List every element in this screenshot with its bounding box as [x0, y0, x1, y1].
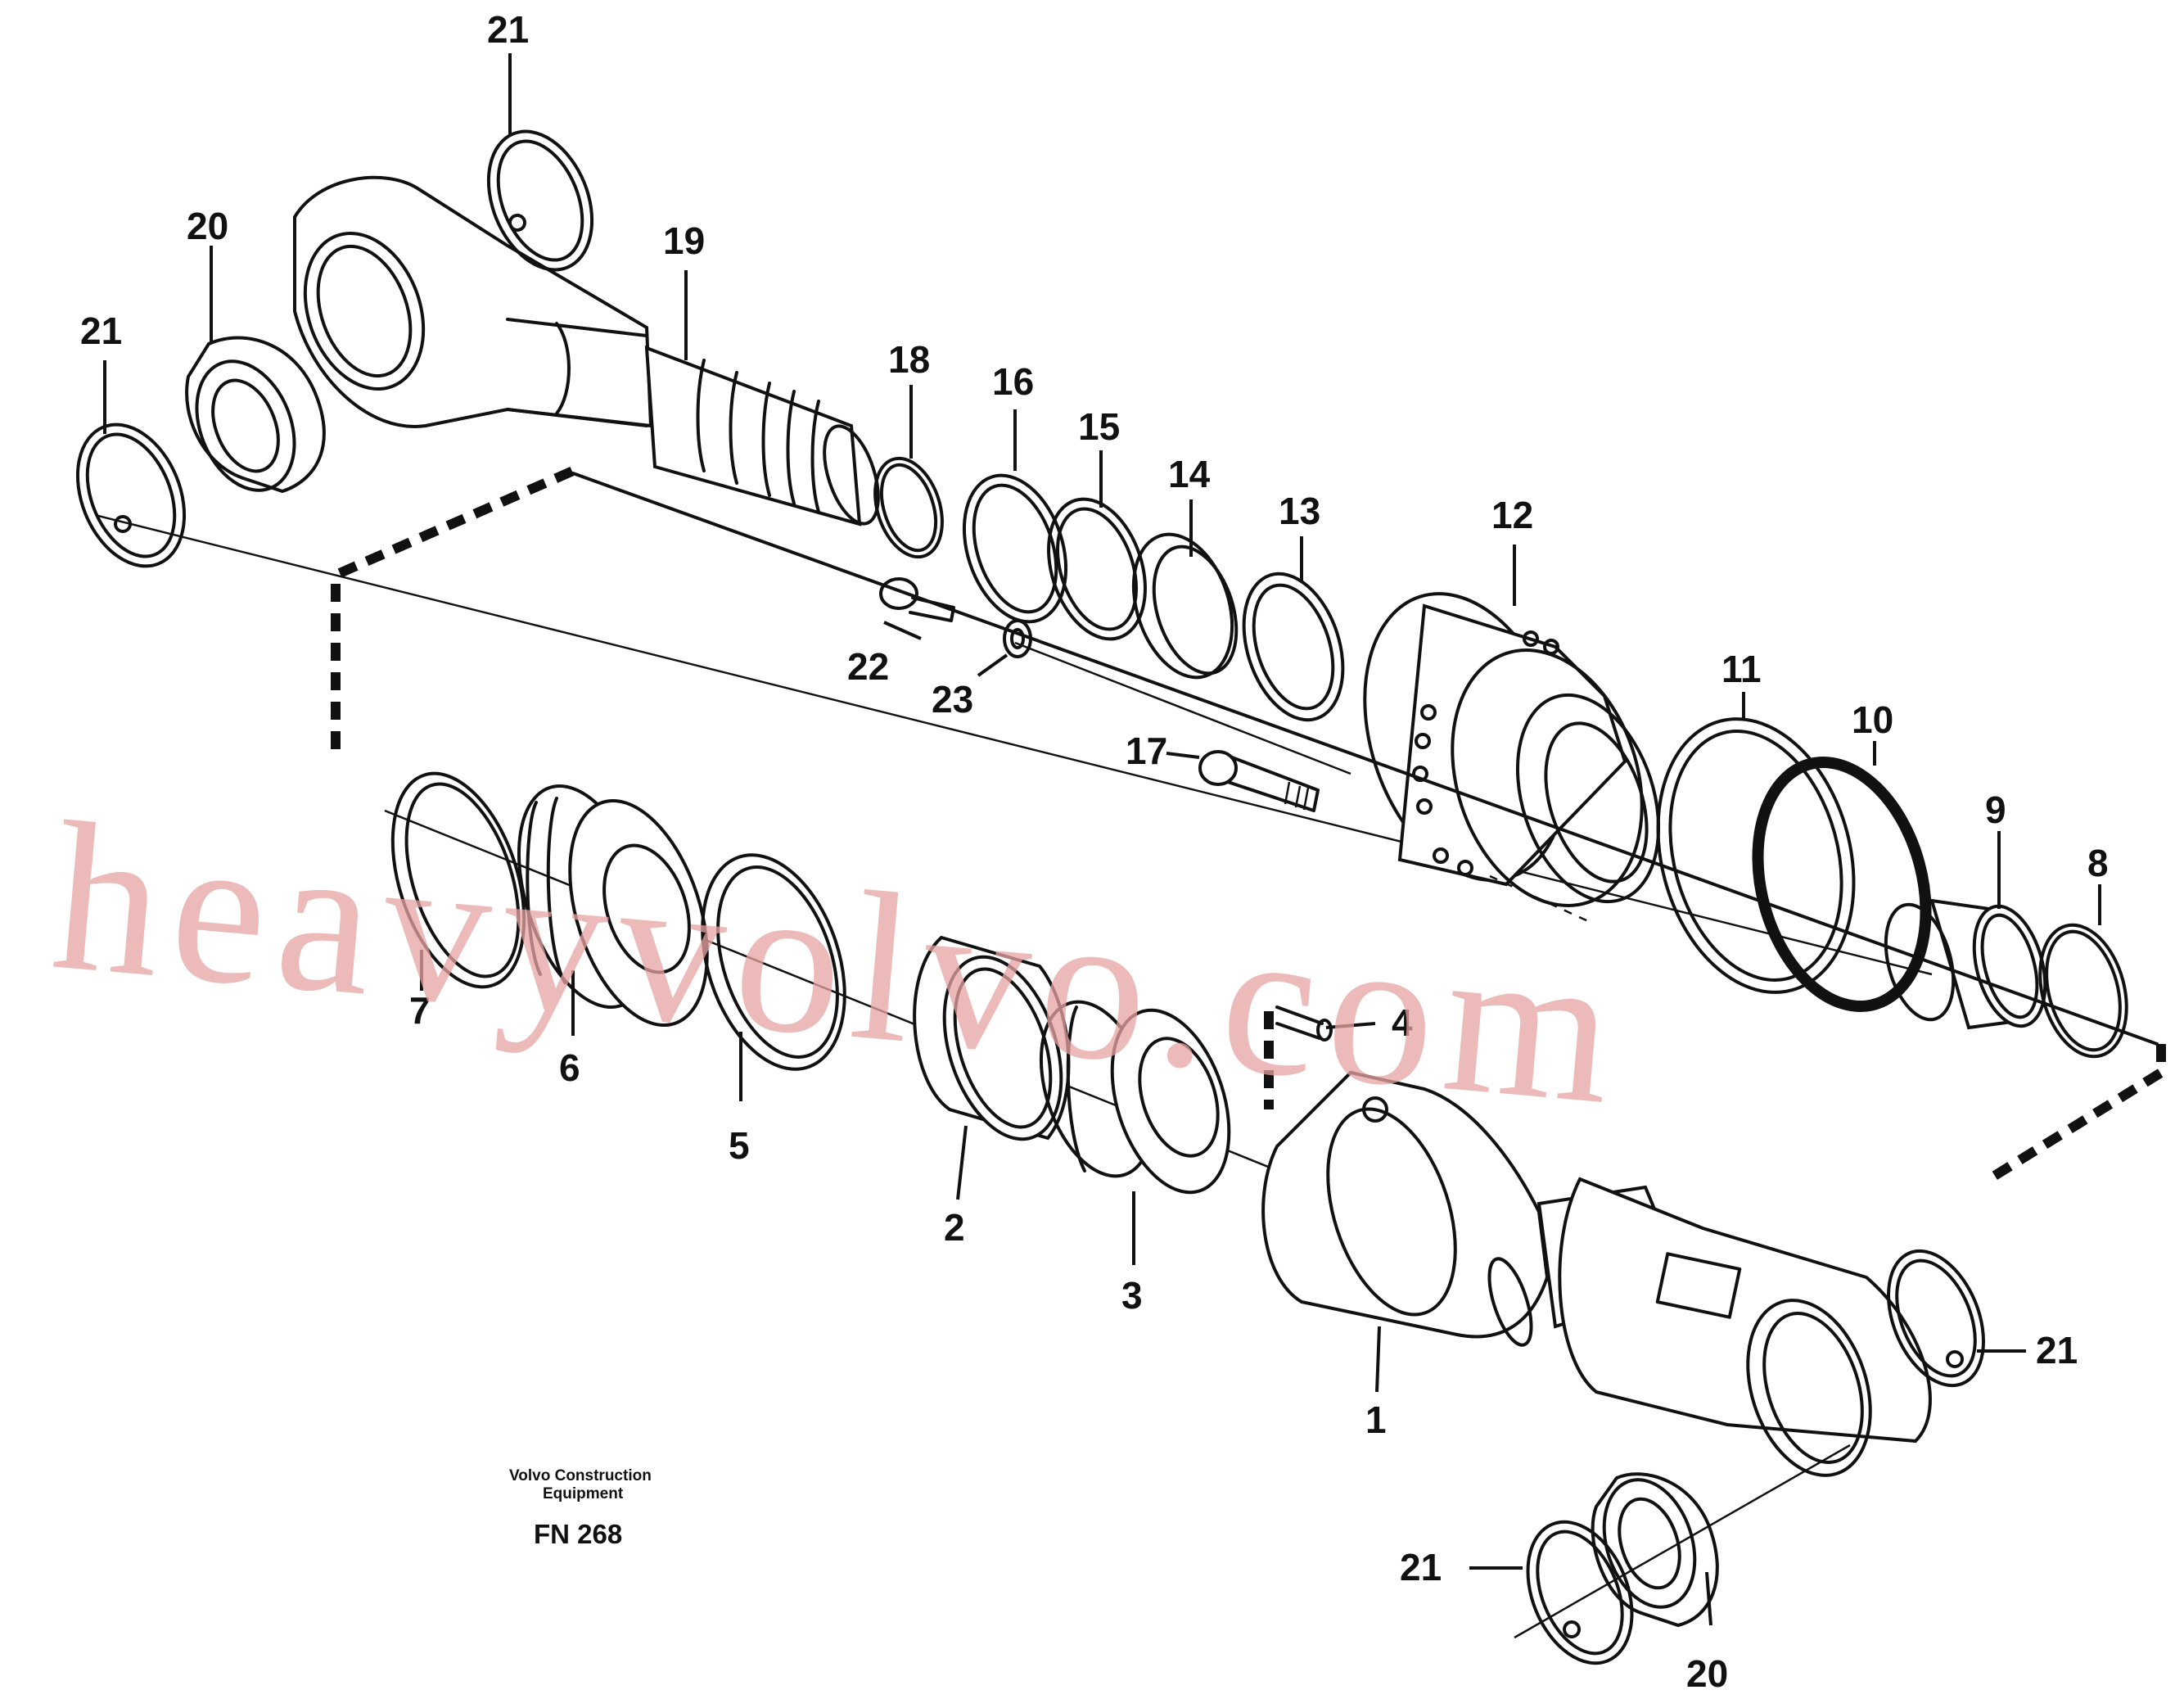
- callout-19: 19: [663, 219, 705, 262]
- assembly-bracket: [331, 466, 575, 749]
- part-17-bolt: [1198, 750, 1320, 812]
- part-3-guide: [1039, 1000, 1231, 1195]
- circlip-21-right: [1887, 1249, 1985, 1388]
- part-4-nipple: [1275, 1005, 1333, 1042]
- part-7-ring: [390, 771, 526, 989]
- lower-axis-line: [384, 809, 1442, 1238]
- callout-2: 2: [944, 1206, 965, 1249]
- watermark-text: heavyvolvo.com: [45, 778, 1632, 1150]
- callout-8: 8: [2087, 842, 2109, 884]
- callout-15: 15: [1078, 405, 1120, 448]
- circlip-21-top: [486, 129, 594, 272]
- callout-13: 13: [1279, 490, 1320, 532]
- circlip-21-left: [75, 422, 187, 568]
- part-18-ring: [873, 456, 944, 559]
- callout-21-bottom: 21: [1400, 1546, 1442, 1588]
- callout-7: 7: [409, 989, 431, 1032]
- part-10-oring: [1752, 757, 1932, 1012]
- part-9-bushing: [1884, 898, 2047, 1030]
- callout-9: 9: [1985, 788, 2006, 831]
- callout-14: 14: [1168, 453, 1211, 495]
- part-6-piston: [517, 784, 709, 1028]
- part-22-bolt: [879, 577, 955, 622]
- part-23-washer: [1003, 619, 1032, 658]
- callout-18: 18: [888, 338, 930, 381]
- callout-17: 17: [1126, 730, 1167, 772]
- callout-4: 4: [1392, 1001, 1413, 1044]
- callout-20-top: 20: [187, 205, 228, 247]
- callout-22: 22: [847, 645, 889, 688]
- callout-21-right: 21: [2036, 1329, 2078, 1371]
- callout-1: 1: [1365, 1398, 1387, 1441]
- part-13-seal: [1242, 572, 1345, 722]
- rod-eye: [293, 175, 653, 428]
- part-14-wiper: [1131, 532, 1234, 680]
- callout-3: 3: [1121, 1274, 1143, 1317]
- bearing-20-top: [185, 336, 326, 494]
- callout-21-top: 21: [487, 8, 529, 51]
- callout-5: 5: [729, 1124, 750, 1167]
- callout-11: 11: [1721, 648, 1762, 690]
- part-11-ring: [1656, 717, 1856, 994]
- bearing-20-bottom: [1591, 1472, 1719, 1628]
- manufacturer-line-1: Volvo Construction: [509, 1467, 652, 1484]
- callout-10: 10: [1852, 698, 1893, 741]
- callout-20-bottom: 20: [1686, 1652, 1728, 1695]
- part-2-sleeve: [913, 935, 1071, 1141]
- part-5-seal: [701, 853, 846, 1071]
- manufacturer-line-2: Equipment: [543, 1485, 624, 1502]
- callout-21-left: 21: [80, 310, 122, 352]
- figure-code: FN 268: [534, 1519, 622, 1549]
- leader-lines: [103, 53, 2101, 1626]
- cylinder-head-12: [1363, 592, 1661, 907]
- footer: Volvo Construction Equipment FN 268: [509, 1467, 652, 1549]
- callout-23: 23: [932, 678, 973, 721]
- callout-16: 16: [992, 360, 1034, 403]
- part-1-barrel: [1261, 1070, 1932, 1477]
- piston-rod-end: [644, 346, 880, 526]
- callout-labels: 1 2 3 4 5 6 7 8 9 10 11 12 13 14 15 16 1…: [80, 8, 2109, 1695]
- part-8-snapring: [2038, 923, 2128, 1059]
- callout-6: 6: [559, 1046, 580, 1089]
- callout-12: 12: [1491, 494, 1533, 536]
